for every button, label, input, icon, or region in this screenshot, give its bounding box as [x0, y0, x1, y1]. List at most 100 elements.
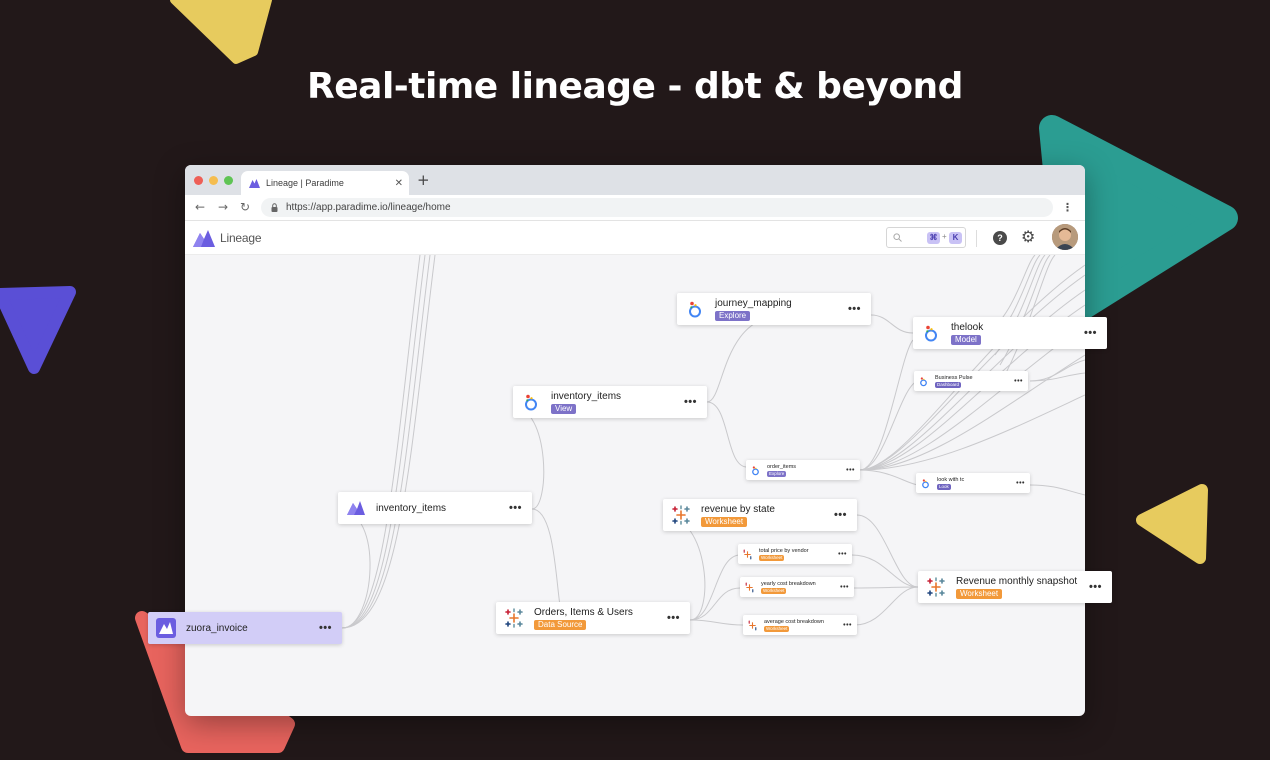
browser-menu-icon[interactable]: ⋮	[1062, 201, 1073, 214]
paradime-logo-icon	[193, 230, 215, 247]
node-label: zuora_invoice	[186, 622, 248, 634]
lineage-node-business-pulse[interactable]: Business Pulse Dashboard •••	[914, 371, 1028, 391]
lineage-node-inventory-items-source[interactable]: inventory_items •••	[338, 492, 532, 524]
node-menu-icon[interactable]: •••	[1083, 327, 1097, 339]
tableau-icon	[926, 577, 946, 597]
lineage-node-inventory-items-view[interactable]: inventory_items View •••	[513, 386, 707, 418]
node-menu-icon[interactable]: •••	[508, 502, 522, 514]
header-divider	[976, 230, 977, 247]
forward-icon[interactable]: →	[218, 200, 229, 214]
node-label: order_items	[767, 463, 797, 470]
node-menu-icon[interactable]: •••	[840, 583, 849, 591]
search-box[interactable]: ⌘ + K	[886, 227, 966, 248]
node-menu-icon[interactable]: •••	[683, 396, 697, 408]
lineage-node-revenue-by-state[interactable]: revenue by state Worksheet •••	[663, 499, 857, 531]
url-text: https://app.paradime.io/lineage/home	[286, 202, 451, 213]
node-type-badge: Worksheet	[701, 516, 748, 527]
browser-tab-bar: Lineage | Paradime ✕ +	[185, 165, 1085, 195]
window-controls	[194, 176, 233, 185]
looker-icon	[521, 392, 541, 412]
lineage-node-zuora-invoice[interactable]: zuora_invoice •••	[148, 612, 342, 644]
tableau-icon	[744, 582, 755, 593]
node-label: total price by vendor	[759, 547, 809, 554]
search-icon	[893, 233, 902, 242]
tab-title: Lineage | Paradime	[266, 178, 344, 188]
lineage-node-journey-mapping[interactable]: journey_mapping Explore •••	[677, 293, 871, 325]
looker-icon	[921, 323, 941, 343]
node-type-badge: Worksheet	[761, 587, 787, 594]
node-type-badge: Model	[951, 334, 981, 345]
purple-triangle	[0, 286, 76, 374]
lineage-node-yearly-cost-breakdown[interactable]: yearly cost breakdown Worksheet •••	[740, 577, 854, 597]
node-label: average cost breakdown	[764, 618, 824, 625]
node-label: Business Pulse	[935, 374, 973, 381]
close-window-dot[interactable]	[194, 176, 203, 185]
node-menu-icon[interactable]: •••	[318, 622, 332, 634]
node-label: Orders, Items & Users	[534, 606, 633, 618]
shortcut-plus: +	[942, 232, 947, 241]
node-menu-icon[interactable]: •••	[1014, 377, 1023, 385]
lineage-node-revenue-monthly-snapshot[interactable]: Revenue monthly snapshot Worksheet •••	[918, 571, 1112, 603]
help-icon[interactable]: ?	[993, 231, 1007, 245]
node-label: Revenue monthly snapshot	[956, 575, 1078, 587]
node-type-badge: Worksheet	[764, 625, 790, 632]
node-menu-icon[interactable]: •••	[846, 466, 855, 474]
looker-icon	[685, 299, 705, 319]
browser-window: Lineage | Paradime ✕ + ← → ↻ https://app…	[148, 165, 1112, 716]
avatar[interactable]	[1052, 224, 1078, 250]
node-type-badge: Worksheet	[759, 554, 785, 561]
node-label: journey_mapping	[715, 297, 792, 309]
lineage-canvas[interactable]: zuora_invoice ••• inventory_items ••• in…	[148, 255, 1112, 716]
brand[interactable]: Lineage	[193, 229, 262, 247]
node-menu-icon[interactable]: •••	[843, 621, 852, 629]
lineage-node-average-cost-breakdown[interactable]: average cost breakdown Worksheet •••	[743, 615, 857, 635]
app-header: Lineage ⌘ + K ? ⚙	[185, 221, 1085, 255]
url-field[interactable]: https://app.paradime.io/lineage/home	[261, 198, 1053, 217]
lineage-node-thelook[interactable]: thelook Model •••	[913, 317, 1107, 349]
tableau-icon	[742, 549, 753, 560]
address-bar: ← → ↻ https://app.paradime.io/lineage/ho…	[185, 195, 1085, 221]
node-menu-icon[interactable]: •••	[847, 303, 861, 315]
paradime-icon	[346, 498, 366, 518]
close-tab-icon[interactable]: ✕	[394, 177, 403, 189]
node-type-badge: Worksheet	[956, 588, 1003, 599]
minimize-window-dot[interactable]	[209, 176, 218, 185]
back-icon[interactable]: ←	[195, 200, 206, 214]
node-label: thelook	[951, 321, 984, 333]
node-type-badge: Data Source	[534, 619, 587, 630]
node-menu-icon[interactable]: •••	[1088, 581, 1102, 593]
paradime-logo-icon	[249, 179, 260, 188]
node-type-badge: Dashboard	[935, 381, 962, 388]
node-label: yearly cost breakdown	[761, 580, 816, 587]
lineage-node-look-with-tc[interactable]: look with tc Look •••	[916, 473, 1030, 493]
reload-icon[interactable]: ↻	[240, 200, 251, 214]
node-label: revenue by state	[701, 503, 775, 515]
lineage-node-orders-items-users[interactable]: Orders, Items & Users Data Source •••	[496, 602, 690, 634]
lineage-node-order-items[interactable]: order_items Explore •••	[746, 460, 860, 480]
node-label: look with tc	[937, 476, 965, 483]
user-avatar-icon	[1052, 224, 1078, 250]
k-key-badge: K	[949, 232, 962, 244]
node-label: inventory_items	[551, 390, 622, 402]
node-type-badge: View	[551, 403, 577, 414]
node-menu-icon[interactable]: •••	[838, 550, 847, 558]
node-menu-icon[interactable]: •••	[666, 612, 680, 624]
browser-tab-lineage[interactable]: Lineage | Paradime ✕	[241, 171, 409, 195]
lineage-node-total-price-by-vendor[interactable]: total price by vendor Worksheet •••	[738, 544, 852, 564]
yellow-triangle-top	[170, 0, 272, 64]
new-tab-button[interactable]: +	[417, 171, 430, 189]
node-type-badge: Look	[937, 483, 951, 490]
node-type-badge: Explore	[767, 470, 787, 477]
looker-icon	[750, 465, 761, 476]
maximize-window-dot[interactable]	[224, 176, 233, 185]
brand-name: Lineage	[220, 231, 262, 245]
node-menu-icon[interactable]: •••	[833, 509, 847, 521]
paradime-icon	[156, 618, 176, 638]
command-key-badge: ⌘	[927, 232, 940, 244]
tableau-icon	[504, 608, 524, 628]
node-menu-icon[interactable]: •••	[1016, 479, 1025, 487]
tableau-icon	[747, 620, 758, 631]
node-type-badge: Explore	[715, 310, 751, 321]
tableau-icon	[671, 505, 691, 525]
gear-icon[interactable]: ⚙	[1021, 227, 1036, 246]
